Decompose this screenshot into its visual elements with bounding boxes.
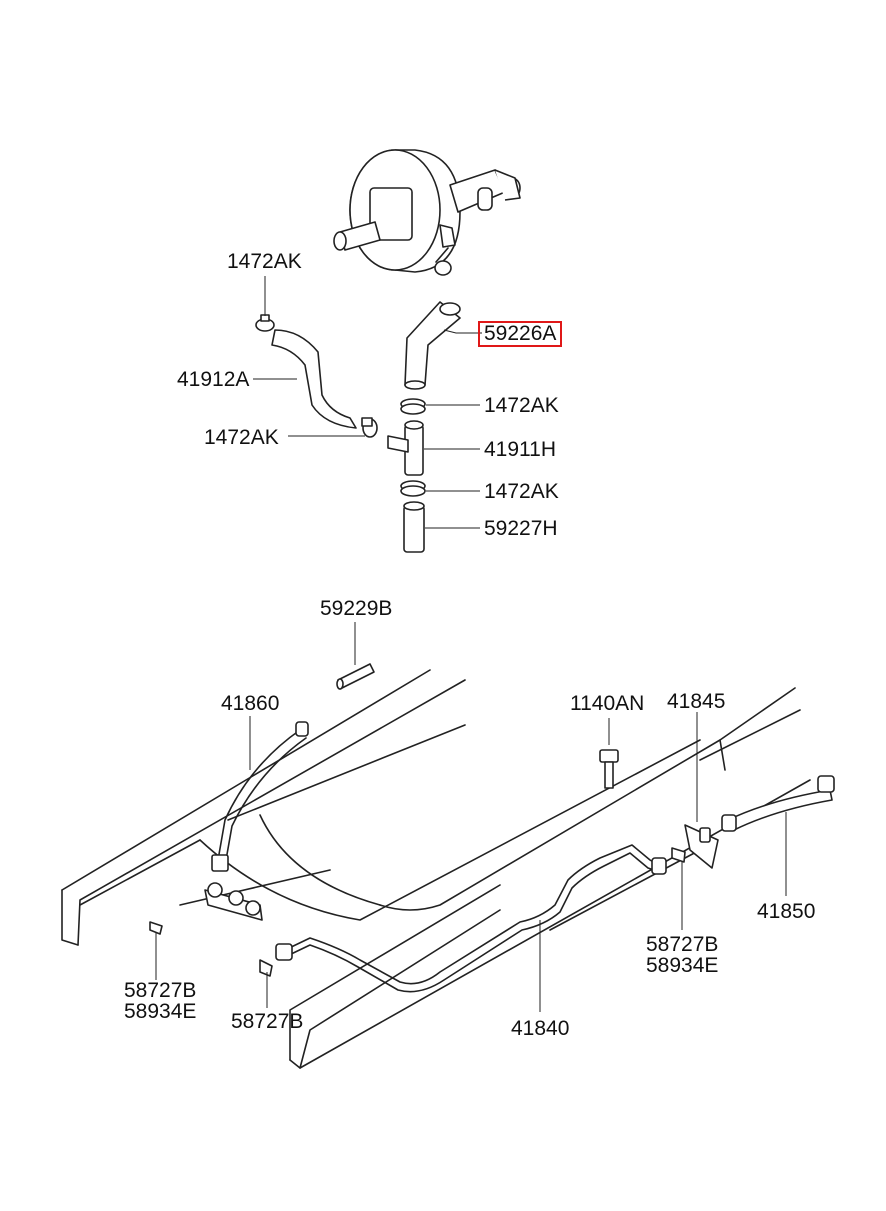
leader-lines-lower <box>155 622 787 1012</box>
label-clip-left-b: 58934E <box>124 1000 197 1023</box>
label-hose-41912a: 41912A <box>177 368 250 391</box>
label-clip-center: 58727B <box>231 1010 304 1033</box>
clamp-top-left <box>255 314 275 332</box>
label-hose-59226a-highlighted[interactable]: 59226A <box>478 321 563 347</box>
label-clip-right-b: 58934E <box>646 954 719 977</box>
label-hose-41850: 41850 <box>757 900 816 923</box>
hose-59227h <box>403 501 425 553</box>
frame-rail <box>61 669 811 1069</box>
clamp-right-1 <box>400 398 426 415</box>
leader-lines-upper <box>253 276 482 529</box>
clip-left <box>149 921 163 935</box>
label-clip-right-a: 58727B <box>646 933 719 956</box>
label-clip-left-a: 58727B <box>124 979 197 1002</box>
hose-59226a <box>404 301 461 390</box>
label-clamp-top-left: 1472AK <box>227 250 302 273</box>
label-pin-59229b: 59229B <box>320 597 393 620</box>
label-tee-41911h: 41911H <box>484 438 557 461</box>
bracket-41845 <box>684 824 719 869</box>
pipe-41860 <box>211 721 309 872</box>
clip-right <box>671 847 686 863</box>
tee-41911h <box>387 420 424 476</box>
pin-59229b <box>336 663 375 690</box>
brake-booster <box>333 149 521 276</box>
clip-center <box>259 959 273 977</box>
label-pipe-41860: 41860 <box>221 692 280 715</box>
label-pipe-41840: 41840 <box>511 1017 570 1040</box>
junction-block <box>204 882 263 921</box>
label-clamp-right-1: 1472AK <box>484 394 559 417</box>
clamp-right-2 <box>400 480 426 497</box>
hose-41912a <box>271 329 357 429</box>
clamp-middle-left <box>361 417 378 438</box>
label-clamp-middle-left: 1472AK <box>204 426 279 449</box>
bolt-1140an <box>599 749 619 789</box>
hose-41850 <box>721 775 835 832</box>
label-clamp-right-2: 1472AK <box>484 480 559 503</box>
pipe-41840 <box>275 844 667 993</box>
label-bracket-41845: 41845 <box>667 690 726 713</box>
label-bolt-1140an: 1140AN <box>570 692 645 715</box>
label-hose-59227h: 59227H <box>484 517 558 540</box>
